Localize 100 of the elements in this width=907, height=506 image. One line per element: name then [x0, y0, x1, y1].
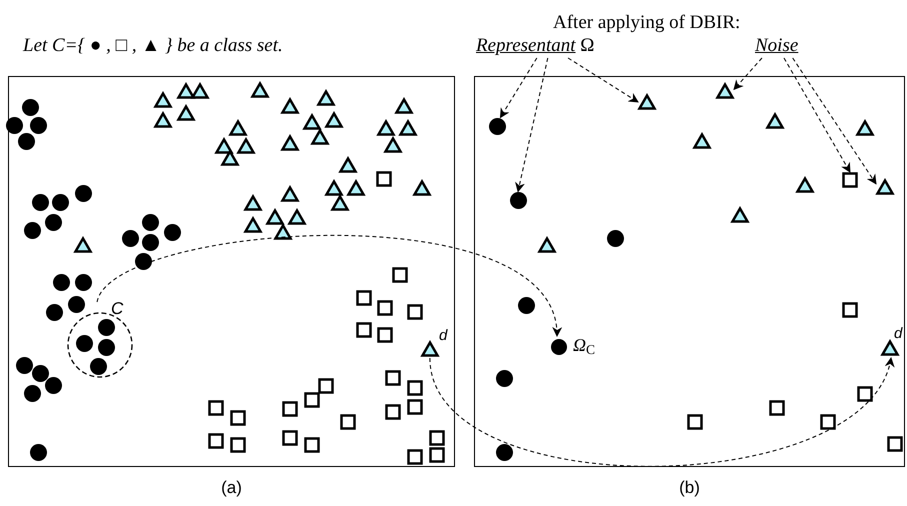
data-point-triangle [399, 120, 417, 136]
data-point-square [208, 433, 224, 449]
data-point-square [385, 404, 401, 420]
point-label: Ω$_{C}$ [573, 336, 596, 354]
data-point-dot [488, 118, 506, 134]
data-point-triangle [538, 237, 556, 253]
data-point-triangle [251, 82, 269, 98]
data-point-dot [16, 356, 32, 374]
data-point-triangle [244, 195, 262, 211]
data-point-triangle [731, 207, 749, 223]
dashed-arrow [784, 58, 850, 173]
data-point-dot [496, 370, 512, 386]
data-point-square [230, 437, 246, 453]
data-point-triangle [266, 209, 284, 225]
data-point-dot [30, 116, 46, 134]
data-point-square [282, 401, 298, 417]
data-point-square [842, 302, 858, 318]
data-point-triangle [331, 195, 349, 211]
point-label: C [111, 300, 124, 317]
data-point-dot [142, 214, 158, 230]
data-point-triangle [177, 83, 195, 99]
data-point-square [857, 386, 873, 402]
data-point-dot [76, 334, 92, 352]
data-point-square [304, 392, 320, 408]
data-point-dot [24, 222, 40, 238]
data-point-square [429, 430, 445, 446]
data-point-dot [90, 358, 106, 374]
data-point-triangle [395, 98, 413, 114]
data-point-dot [32, 364, 48, 382]
data-point-triangle [281, 186, 299, 202]
data-point-square [407, 449, 423, 465]
data-point-square [887, 436, 903, 452]
data-point-triangle [215, 138, 233, 154]
data-point-dot [52, 194, 68, 210]
annotation-label: Representant Ω [476, 34, 594, 58]
data-point-dot [6, 116, 22, 134]
data-point-square [356, 322, 372, 338]
data-point-triangle [288, 209, 306, 225]
data-point-dot [122, 230, 138, 246]
data-point-triangle [177, 105, 195, 121]
data-point-dot [44, 376, 62, 394]
data-point-triangle [339, 157, 357, 173]
panel-caption: (a) [220, 479, 243, 496]
data-point-triangle [796, 177, 814, 193]
data-point-square [376, 171, 392, 187]
data-point-square [304, 437, 320, 453]
data-point-triangle [384, 137, 402, 153]
panel-frame [8, 76, 455, 467]
data-point-square [318, 378, 334, 394]
data-point-triangle [377, 120, 395, 136]
data-point-triangle [766, 113, 784, 129]
data-point-triangle [154, 92, 172, 108]
data-point-triangle [154, 112, 172, 128]
data-point-square [407, 304, 423, 320]
data-point-dot [606, 230, 624, 246]
data-point-square [230, 410, 246, 426]
data-point-square [208, 400, 224, 416]
data-point-dot [44, 214, 62, 230]
panel-frame [474, 76, 905, 467]
panel-caption: (b) [678, 479, 701, 496]
point-label: d [894, 326, 902, 341]
dashed-arrow [733, 58, 762, 90]
data-point-triangle [229, 120, 247, 136]
data-point-triangle [317, 90, 335, 106]
data-point-triangle [347, 180, 365, 196]
dashed-arrow [792, 58, 877, 185]
data-point-square [392, 267, 408, 283]
data-point-triangle [856, 120, 874, 136]
data-point-square [407, 380, 423, 396]
data-point-dot [22, 98, 38, 116]
data-point-triangle [191, 83, 209, 99]
data-point-dot [68, 296, 84, 312]
heading-text: Let C={ ● , □ , ▲ } be a class set. [23, 34, 283, 58]
dashed-arrow [429, 357, 892, 467]
data-point-dot [18, 132, 34, 150]
data-point-dot [510, 192, 526, 208]
data-point-dot [32, 194, 48, 210]
data-point-dot [74, 274, 92, 290]
data-point-dot [98, 318, 114, 336]
data-point-triangle [221, 150, 239, 166]
data-point-triangle [693, 133, 711, 149]
data-point-square [842, 172, 858, 188]
data-point-square [769, 400, 785, 416]
heading-text: After applying of DBIR: [553, 11, 740, 35]
data-point-triangle [244, 217, 262, 233]
data-point-triangle [74, 237, 92, 253]
data-point-square [385, 370, 401, 386]
point-label: d [439, 328, 448, 343]
data-point-dot [164, 224, 180, 240]
data-point-square [340, 414, 356, 430]
data-point-triangle [716, 83, 734, 99]
data-point-square [687, 414, 703, 430]
data-point-square [282, 430, 298, 446]
data-point-dot [496, 444, 512, 460]
data-point-triangle [325, 112, 343, 128]
data-point-triangle [237, 138, 255, 154]
data-point-triangle [303, 114, 321, 130]
data-point-triangle [325, 180, 343, 196]
dashed-arrow [500, 58, 538, 118]
data-point-dot [24, 384, 40, 402]
